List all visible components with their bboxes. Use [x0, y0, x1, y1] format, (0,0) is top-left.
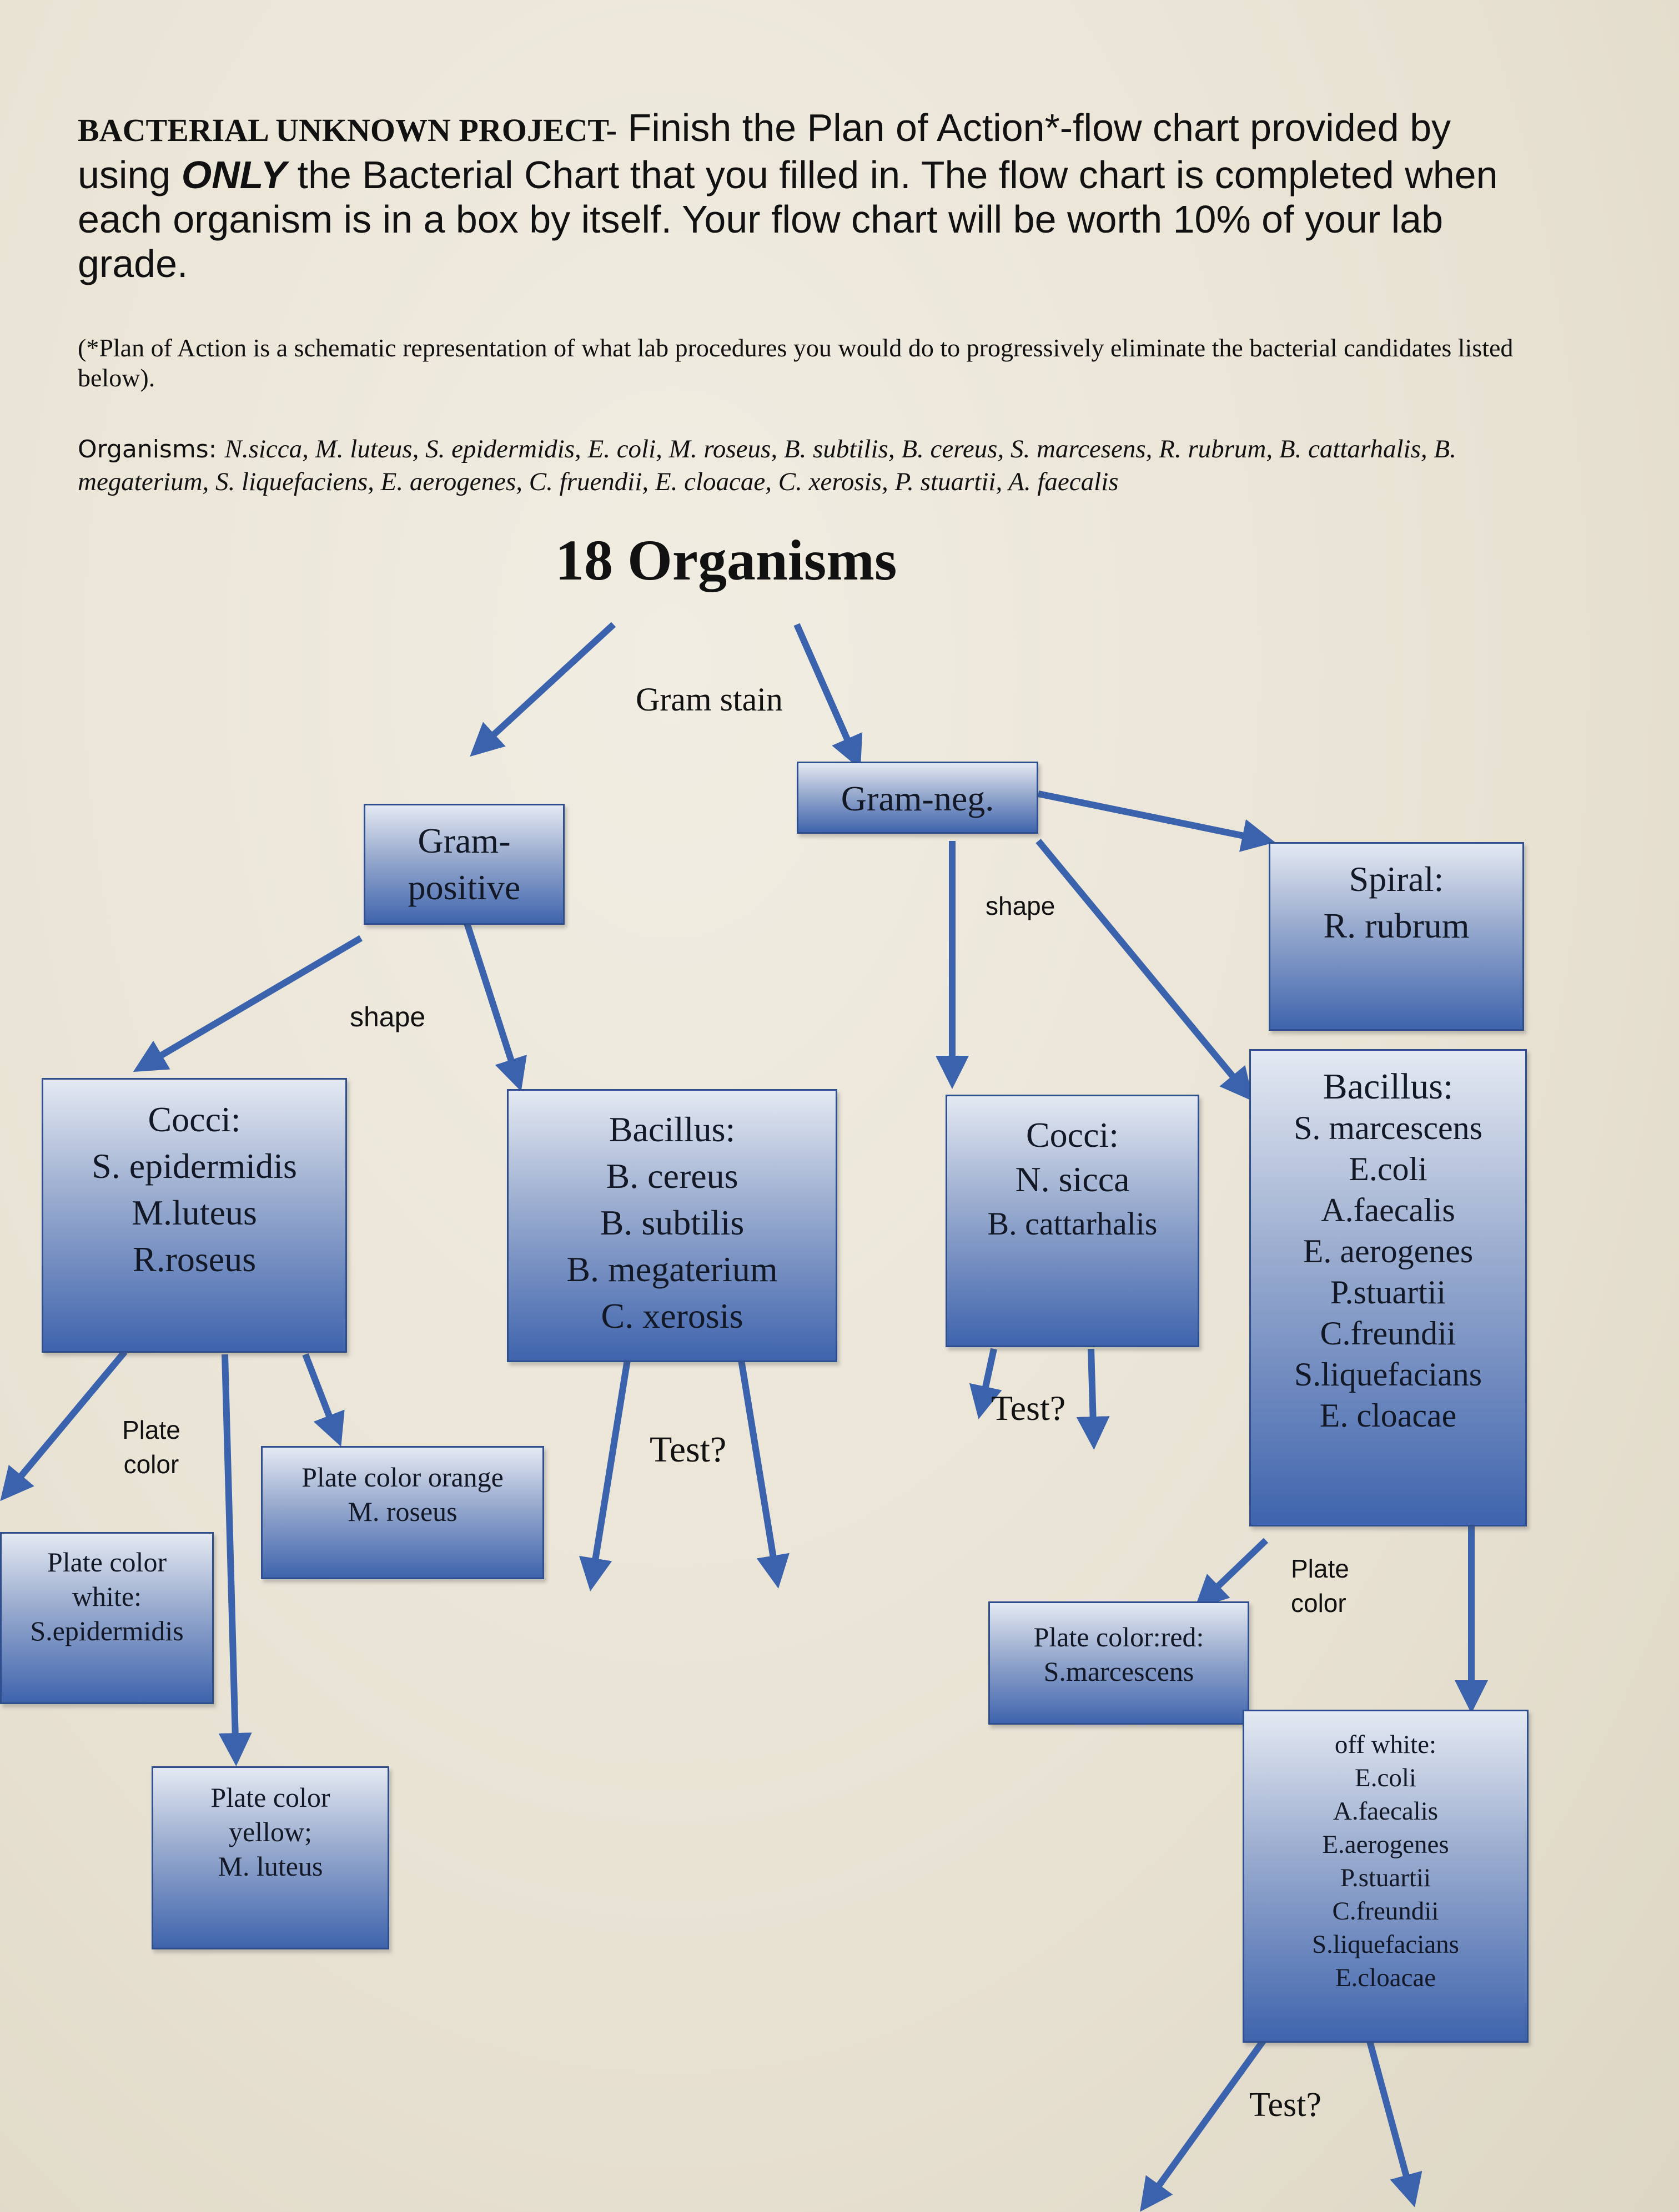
gram-negative-box: Gram-neg.: [797, 762, 1038, 834]
instructions-text-2: the Bacterial Chart that you filled in. …: [78, 153, 1498, 285]
spiral-box: Spiral: R. rubrum: [1269, 842, 1524, 1031]
arrow-off-white-test-left: [1139, 2035, 1269, 2212]
shape-label-left: shape: [350, 1001, 426, 1032]
bacillus-negative-box: Bacillus: S. marcescens E.coli A.faecali…: [1249, 1049, 1527, 1526]
bacillus-positive-box: Bacillus: B. cereus B. subtilis B. megat…: [507, 1089, 837, 1362]
plate-yellow-box: Plate color yellow; M. luteus: [152, 1766, 389, 1949]
plate-color-label-right: Plate color: [1291, 1554, 1349, 1618]
arrow-to-spiral: [1037, 790, 1275, 852]
arrow-to-gram-negative: [793, 623, 863, 769]
arrow-to-cocci-pos: [133, 935, 363, 1072]
organisms-names: N.sicca, M. luteus, S. epidermidis, E. c…: [78, 435, 1456, 496]
organisms-label: Organisms:: [78, 435, 225, 463]
arrow-to-plate-yellow: [218, 1354, 252, 1766]
arrow-to-plate-orange: [302, 1353, 345, 1447]
instructions-text-1: Finish the Plan of Action*-flow chart pr…: [78, 106, 1451, 196]
shape-label-right: shape: [986, 891, 1055, 920]
arrow-cocci-test-left: [969, 1348, 1002, 1419]
gram-positive-box: Gram- positive: [364, 804, 565, 925]
test-label-bottom: Test?: [1249, 2086, 1321, 2124]
plate-red-box: Plate color:red: S.marcescens: [988, 1601, 1249, 1725]
off-white-box: off white: E.coli A.faecalis E.aerogenes…: [1243, 1710, 1529, 2043]
arrow-bacillus-test-right: [738, 1359, 790, 1589]
arrow-bacillus-test-left: [579, 1359, 631, 1591]
plate-orange-box: Plate color orange M. roseus: [261, 1446, 544, 1579]
plate-color-label-left: Plate color: [122, 1415, 180, 1479]
test-label-cocci: Test?: [991, 1388, 1066, 1428]
arrow-off-white-test-right: [1365, 2036, 1422, 2208]
instructions-emphasis: ONLY: [181, 153, 287, 196]
test-label-bacillus: Test?: [650, 1429, 727, 1470]
arrow-to-gram-positive: [470, 622, 616, 757]
diagram-title: 18 Organisms: [555, 528, 897, 592]
plate-white-box: Plate color white: S.epidermidis: [0, 1532, 214, 1704]
cocci-negative-box: Cocci: N. sicca B. cattarhalis: [946, 1095, 1199, 1347]
instructions: BACTERIAL UNKNOWN PROJECT- Finish the Pl…: [78, 105, 1544, 286]
organisms-list: Organisms: N.sicca, M. luteus, S. epider…: [78, 433, 1532, 498]
arrow-cocci-test-right: [1076, 1348, 1110, 1450]
arrow-to-bacillus-neg: [1035, 839, 1254, 1102]
plan-of-action-note: (*Plan of Action is a schematic represen…: [78, 334, 1514, 392]
cocci-positive-box: Cocci: S. epidermidis M.luteus R.roseus: [42, 1078, 347, 1353]
project-heading: BACTERIAL UNKNOWN PROJECT-: [78, 112, 617, 148]
arrow-to-plate-red: [1194, 1538, 1269, 1609]
arrow-to-plate-white: [0, 1349, 128, 1501]
gram-stain-label: Gram stain: [636, 681, 783, 718]
arrow-to-bacillus-pos: [463, 920, 527, 1092]
